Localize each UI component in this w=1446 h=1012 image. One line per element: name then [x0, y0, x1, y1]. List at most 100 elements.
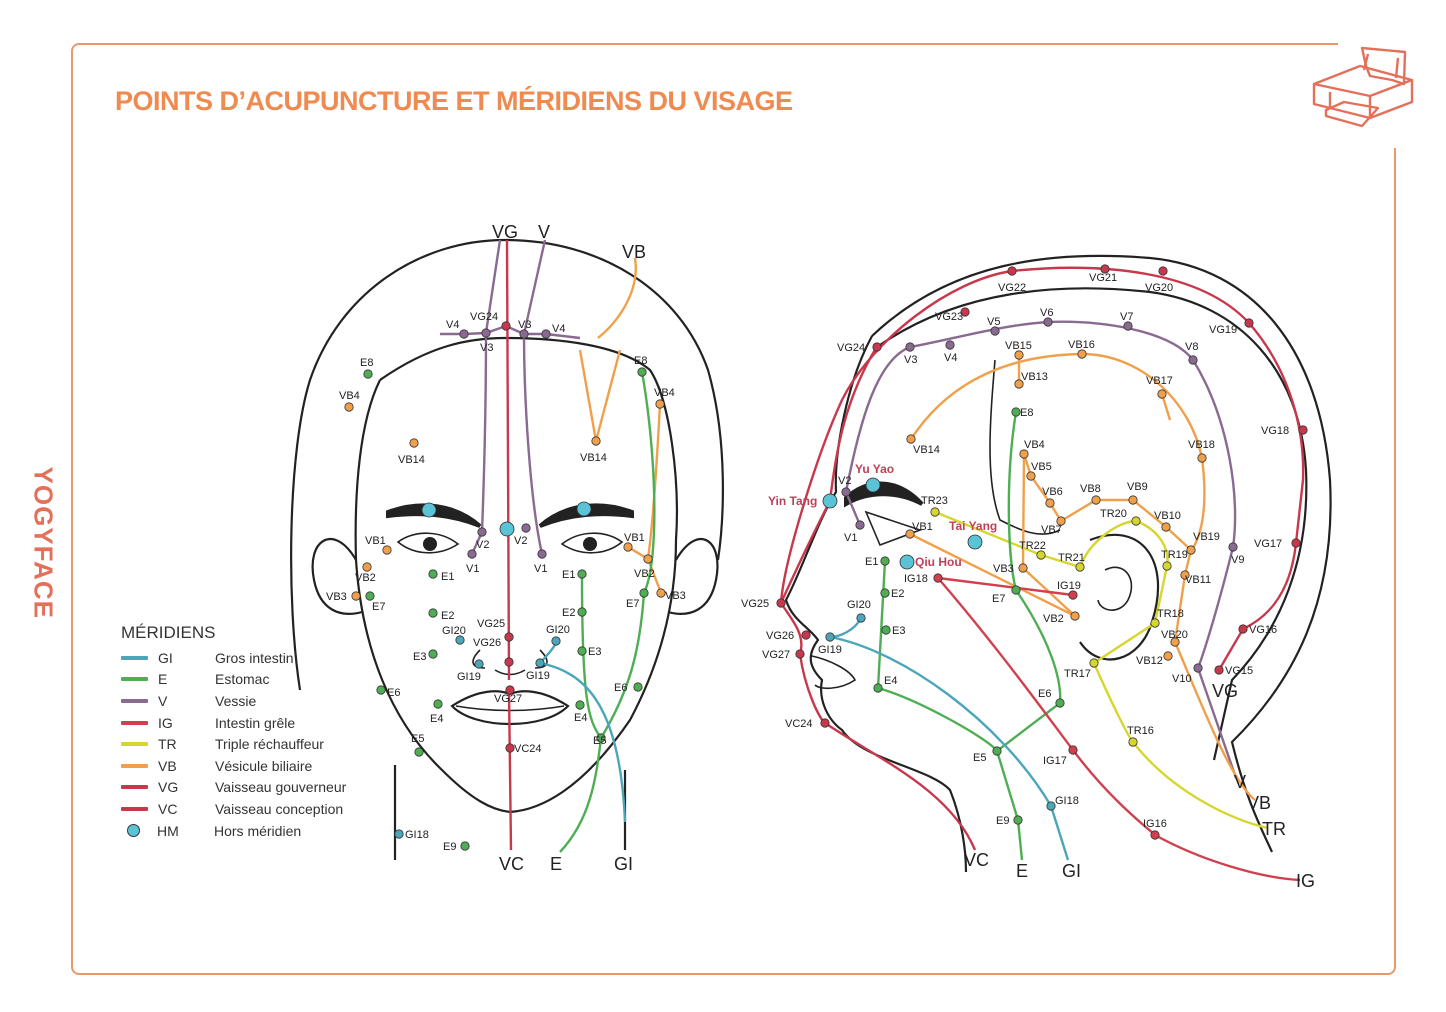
point-marker-vg[interactable]	[504, 632, 514, 642]
point-marker-tr[interactable]	[1075, 562, 1085, 572]
point-marker-vg[interactable]	[960, 307, 970, 317]
point-marker-vg[interactable]	[776, 598, 786, 608]
hm-point-marker[interactable]	[576, 501, 592, 517]
point-marker-v[interactable]	[477, 527, 487, 537]
point-marker-gi[interactable]	[474, 659, 484, 669]
point-marker-tr[interactable]	[1128, 737, 1138, 747]
point-marker-tr[interactable]	[1131, 516, 1141, 526]
point-marker-e[interactable]	[1011, 407, 1021, 417]
point-marker-tr[interactable]	[930, 507, 940, 517]
point-marker-e[interactable]	[1013, 815, 1023, 825]
point-marker-vb[interactable]	[591, 436, 601, 446]
point-marker-vb[interactable]	[1161, 522, 1171, 532]
point-marker-vb[interactable]	[1157, 389, 1167, 399]
point-marker-vb[interactable]	[1018, 563, 1028, 573]
point-marker-vg[interactable]	[1100, 264, 1110, 274]
point-marker-e[interactable]	[992, 746, 1002, 756]
point-marker-vg[interactable]	[1214, 665, 1224, 675]
point-marker-gi[interactable]	[825, 632, 835, 642]
point-marker-vg[interactable]	[1291, 538, 1301, 548]
point-marker-vb[interactable]	[643, 554, 653, 564]
point-marker-tr[interactable]	[1036, 550, 1046, 560]
point-marker-vg[interactable]	[1298, 425, 1308, 435]
point-marker-ig[interactable]	[1068, 745, 1078, 755]
point-marker-vb[interactable]	[351, 591, 361, 601]
point-marker-vb[interactable]	[1077, 349, 1087, 359]
point-marker-vb[interactable]	[623, 542, 633, 552]
point-marker-v[interactable]	[1193, 663, 1203, 673]
point-marker-e[interactable]	[873, 683, 883, 693]
point-marker-vb[interactable]	[409, 438, 419, 448]
point-marker-e[interactable]	[880, 556, 890, 566]
point-marker-gi[interactable]	[551, 636, 561, 646]
point-marker-vb[interactable]	[905, 529, 915, 539]
point-marker-vg[interactable]	[505, 685, 515, 695]
point-marker-e[interactable]	[1011, 585, 1021, 595]
point-marker-ig[interactable]	[1068, 590, 1078, 600]
point-marker-vb[interactable]	[1186, 545, 1196, 555]
point-marker-gi[interactable]	[455, 635, 465, 645]
point-marker-vg[interactable]	[795, 649, 805, 659]
point-marker-v[interactable]	[519, 329, 529, 339]
point-marker-e[interactable]	[639, 588, 649, 598]
point-marker-e[interactable]	[1055, 698, 1065, 708]
hm-point-marker[interactable]	[421, 502, 437, 518]
printer-icon[interactable]	[1300, 36, 1420, 136]
point-marker-v[interactable]	[481, 328, 491, 338]
point-marker-vb[interactable]	[1045, 498, 1055, 508]
point-marker-vb[interactable]	[344, 402, 354, 412]
point-marker-tr[interactable]	[1162, 561, 1172, 571]
point-marker-vb[interactable]	[1014, 350, 1024, 360]
point-marker-vc[interactable]	[820, 718, 830, 728]
point-marker-v[interactable]	[467, 549, 477, 559]
point-marker-e[interactable]	[637, 367, 647, 377]
point-marker-vb[interactable]	[1180, 570, 1190, 580]
point-marker-e[interactable]	[575, 700, 585, 710]
hm-point-marker[interactable]	[967, 534, 983, 550]
point-marker-vb[interactable]	[1091, 495, 1101, 505]
point-marker-vb[interactable]	[1197, 453, 1207, 463]
point-marker-ig[interactable]	[933, 573, 943, 583]
point-marker-vb[interactable]	[382, 545, 392, 555]
point-marker-v[interactable]	[945, 340, 955, 350]
point-marker-e[interactable]	[881, 625, 891, 635]
point-marker-e[interactable]	[365, 591, 375, 601]
point-marker-vg[interactable]	[501, 321, 511, 331]
point-marker-v[interactable]	[521, 523, 531, 533]
point-marker-vb[interactable]	[1019, 449, 1029, 459]
point-marker-e[interactable]	[596, 733, 606, 743]
point-marker-v[interactable]	[1188, 355, 1198, 365]
point-marker-v[interactable]	[1123, 321, 1133, 331]
point-marker-e[interactable]	[633, 682, 643, 692]
point-marker-gi[interactable]	[535, 658, 545, 668]
point-marker-gi[interactable]	[856, 613, 866, 623]
point-marker-e[interactable]	[577, 646, 587, 656]
point-marker-v[interactable]	[841, 487, 851, 497]
point-marker-vb[interactable]	[1163, 651, 1173, 661]
point-marker-v[interactable]	[1043, 317, 1053, 327]
point-marker-v[interactable]	[541, 329, 551, 339]
hm-point-marker[interactable]	[865, 477, 881, 493]
point-marker-gi[interactable]	[1046, 801, 1056, 811]
point-marker-e[interactable]	[376, 685, 386, 695]
point-marker-e[interactable]	[433, 699, 443, 709]
point-marker-vb[interactable]	[1026, 471, 1036, 481]
point-marker-vg[interactable]	[504, 657, 514, 667]
point-marker-vb[interactable]	[1070, 611, 1080, 621]
point-marker-vb[interactable]	[1128, 495, 1138, 505]
point-marker-v[interactable]	[855, 520, 865, 530]
point-marker-e[interactable]	[363, 369, 373, 379]
point-marker-vg[interactable]	[801, 630, 811, 640]
point-marker-e[interactable]	[428, 608, 438, 618]
point-marker-v[interactable]	[990, 326, 1000, 336]
point-marker-vb[interactable]	[656, 588, 666, 598]
point-marker-vg[interactable]	[1244, 318, 1254, 328]
point-marker-vb[interactable]	[1014, 379, 1024, 389]
point-marker-vg[interactable]	[872, 342, 882, 352]
point-marker-e[interactable]	[577, 569, 587, 579]
point-marker-tr[interactable]	[1089, 658, 1099, 668]
point-marker-v[interactable]	[459, 329, 469, 339]
hm-point-marker[interactable]	[499, 521, 515, 537]
hm-point-marker[interactable]	[822, 493, 838, 509]
point-marker-vb[interactable]	[655, 399, 665, 409]
